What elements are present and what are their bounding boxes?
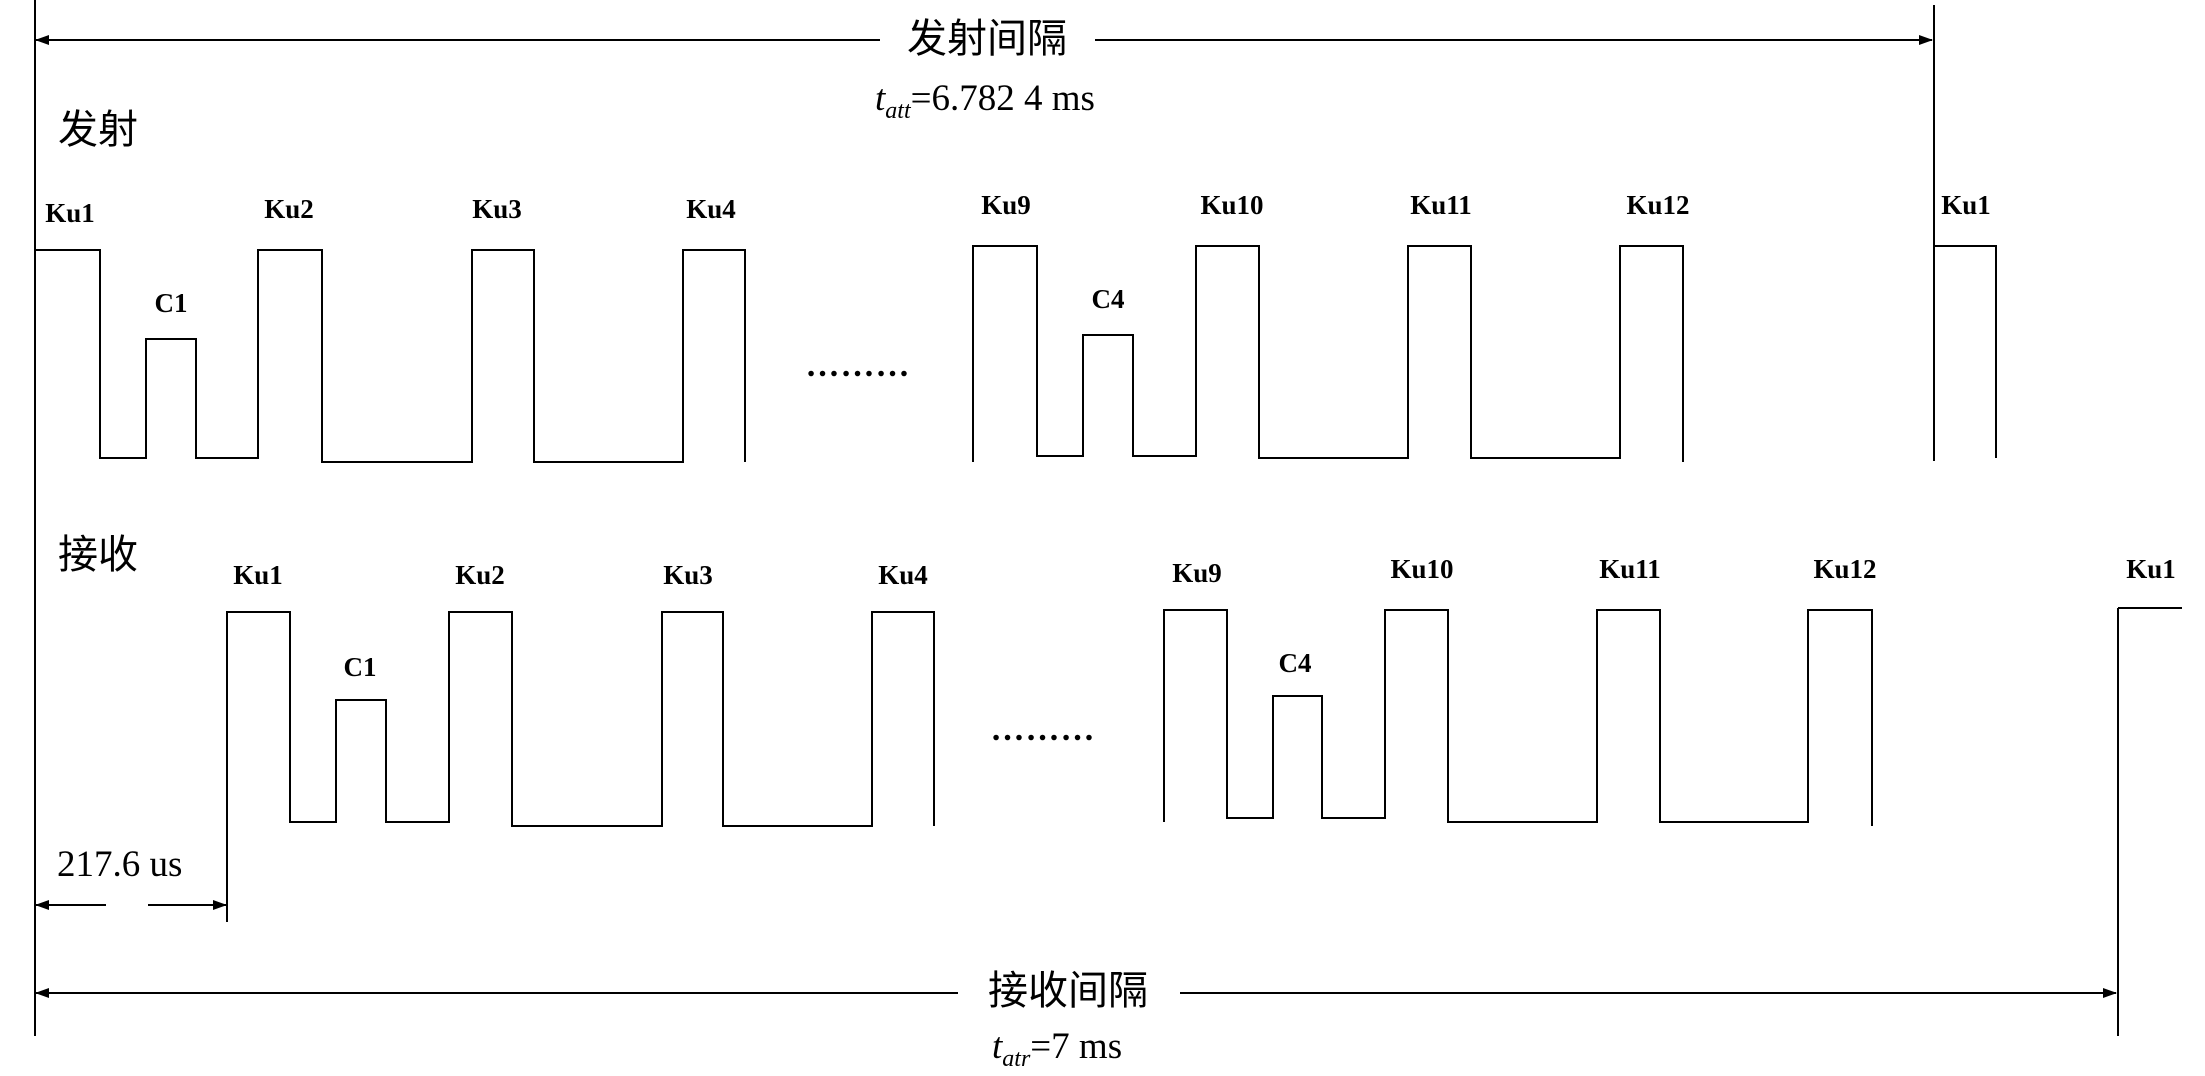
transmit-row-label: 发射 — [58, 107, 138, 152]
transmit-interval-label: 发射间隔 — [907, 16, 1067, 61]
formula-sub: atr — [1002, 1046, 1031, 1072]
receive-waveform-segment-1 — [226, 611, 935, 922]
transmit-waveform-segment-1 — [35, 249, 746, 463]
pulse-label: Ku2 — [455, 560, 505, 590]
pulse-label: Ku1 — [233, 560, 283, 590]
pulse-label: Ku11 — [1410, 190, 1472, 220]
formula-sub: att — [885, 98, 912, 124]
pulse-label: Ku12 — [1626, 190, 1689, 220]
transmit-waveform-segment-2 — [972, 245, 1684, 462]
pulse-label: Ku1 — [1941, 190, 1991, 220]
receive-c4-label: C4 — [1279, 648, 1312, 678]
transmit-interval-formula: tatt=6.782 4 ms — [875, 78, 1095, 124]
transmit-ellipsis: ……… — [806, 347, 911, 384]
formula-var: t — [875, 78, 887, 119]
transmit-ku-labels: Ku1 Ku2 Ku3 Ku4 Ku9 Ku10 Ku11 Ku12 Ku1 — [45, 190, 1991, 228]
pulse-label: Ku3 — [663, 560, 713, 590]
formula-value: =6.782 4 ms — [911, 78, 1095, 119]
formula-var: t — [992, 1026, 1004, 1067]
pulse-label: Ku1 — [45, 198, 95, 228]
pulse-label: Ku10 — [1390, 554, 1453, 584]
pulse-label: Ku9 — [1172, 558, 1222, 588]
receive-ku-labels: Ku1 Ku2 Ku3 Ku4 Ku9 Ku10 Ku11 Ku12 Ku1 — [233, 554, 2176, 590]
transmit-waveform-segment-3 — [1934, 245, 1997, 458]
receive-interval-formula: tatr=7 ms — [992, 1026, 1122, 1072]
pulse-label: Ku12 — [1813, 554, 1876, 584]
transmit-c1-label: C1 — [155, 288, 188, 318]
receive-row-label: 接收 — [58, 532, 138, 577]
pulse-label: Ku4 — [686, 194, 736, 224]
formula-value: =7 ms — [1030, 1026, 1122, 1067]
pulse-label: Ku9 — [981, 190, 1031, 220]
receive-interval-label: 接收间隔 — [988, 968, 1148, 1013]
pulse-label: Ku11 — [1599, 554, 1661, 584]
transmit-c4-label: C4 — [1092, 284, 1125, 314]
receive-waveform-segment-2 — [1163, 609, 1873, 826]
pulse-label: Ku2 — [264, 194, 314, 224]
pulse-label: Ku10 — [1200, 190, 1263, 220]
delay-label: 217.6 us — [57, 844, 182, 885]
pulse-label: Ku4 — [878, 560, 928, 590]
receive-ellipsis: ……… — [991, 711, 1096, 748]
pulse-label: Ku1 — [2126, 554, 2176, 584]
pulse-label: Ku3 — [472, 194, 522, 224]
receive-c1-label: C1 — [344, 652, 377, 682]
